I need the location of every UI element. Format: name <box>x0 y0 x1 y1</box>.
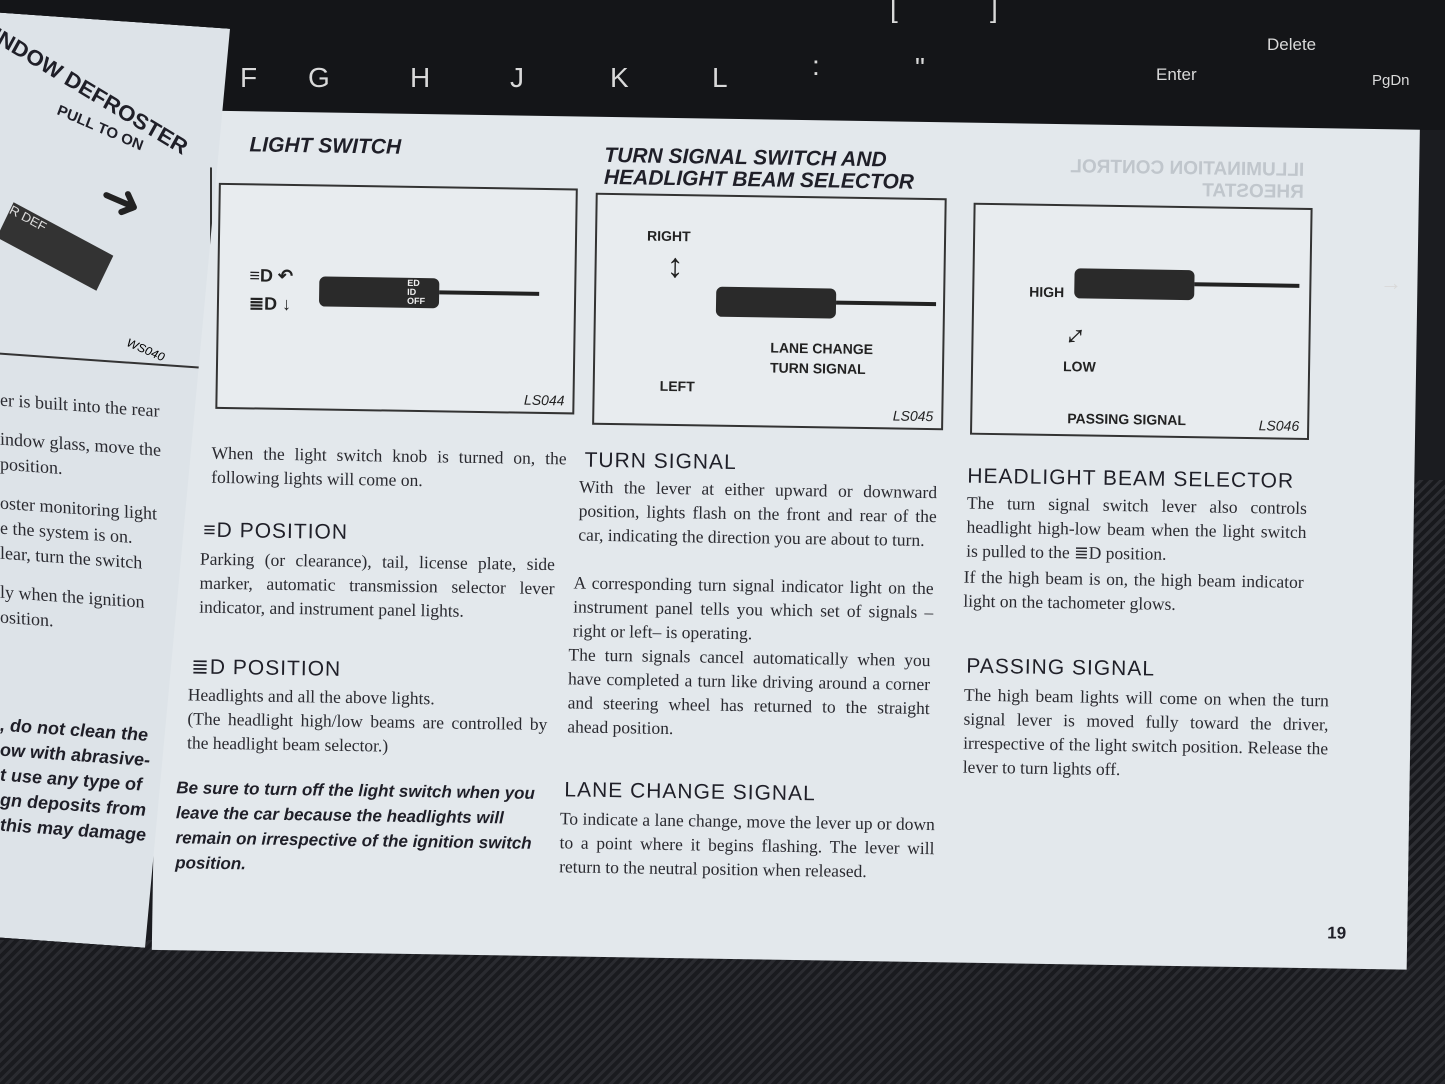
passing-signal-heading: PASSING SIGNAL <box>966 654 1156 681</box>
key-colon: : <box>812 50 820 81</box>
key-bracket-right: ] <box>990 0 998 23</box>
manual-page: ILLUMINATION CONTROL RHEOSTAT LIGHT SWIT… <box>151 110 1420 970</box>
turn-signal-label: TURN SIGNAL <box>769 359 866 378</box>
key-j: J <box>510 62 524 93</box>
defroster-diagram: ➜ R DEF WS040 <box>0 153 212 370</box>
page-number: 19 <box>1327 923 1347 943</box>
key-h: H <box>410 62 431 93</box>
lever-knob <box>1074 268 1195 301</box>
passing-signal-text: The high beam lights will come on when t… <box>962 684 1330 780</box>
parking-light-icon: ≡D ↶ <box>249 265 294 287</box>
beam-selector-p1: The turn signal switch lever also contro… <box>966 491 1307 568</box>
diagonal-arrow-icon: ↕ <box>1059 318 1094 352</box>
headlight-icon: ≣D <box>1073 542 1102 563</box>
position1-title: POSITION <box>239 519 349 544</box>
light-switch-intro: When the light switch knob is turned on,… <box>211 442 567 491</box>
light-switch-warning: Be sure to turn off the light switch whe… <box>175 778 536 874</box>
turn-signal-heading: TURN SIGNAL <box>584 448 737 475</box>
key-l: L <box>712 62 728 93</box>
diagram-code: LS044 <box>523 391 565 409</box>
lane-change-heading: LANE CHANGE SIGNAL <box>564 778 816 806</box>
turn-signal-p1: With the lever at either upward or downw… <box>578 476 938 550</box>
key-delete: Delete <box>1267 35 1317 54</box>
left-label: LEFT <box>659 377 695 395</box>
up-down-arrow-icon: ↕ <box>666 246 684 286</box>
headlight-icon: ≣D <box>191 655 234 680</box>
parking-light-icon: ≡D <box>203 518 240 543</box>
beam-selector-heading: HEADLIGHT BEAM SELECTOR <box>967 464 1295 493</box>
position1-text: Parking (or clearance), tail, license pl… <box>199 548 556 621</box>
light-switch-title: LIGHT SWITCH <box>249 133 402 159</box>
diagram-code: LS046 <box>1258 417 1300 434</box>
turn-signal-p3: The turn signals cancel automatically wh… <box>567 644 931 739</box>
lever-knob <box>715 286 837 319</box>
position2-title: POSITION <box>232 656 342 681</box>
right-label: RIGHT <box>646 227 691 245</box>
key-f: F <box>240 62 258 93</box>
passing-signal-label: PASSING SIGNAL <box>1067 410 1187 429</box>
diagram-code: WS040 <box>124 335 167 365</box>
lever-knob: ED ID OFF <box>318 276 440 309</box>
position1-heading: ≡D POSITION <box>203 519 348 545</box>
ghost-heading: ILLUMINATION CONTROL RHEOSTAT <box>1070 156 1305 203</box>
key-right-arrow: → <box>1380 270 1402 295</box>
low-label: LOW <box>1062 358 1096 375</box>
lever-stalk <box>1194 282 1300 288</box>
turn-signal-title: TURN SIGNAL SWITCH AND HEADLIGHT BEAM SE… <box>603 143 915 194</box>
position2-heading: ≣D POSITION <box>191 654 341 681</box>
turn-signal-diagram: RIGHT LEFT ↕ LANE CHANGE TURN SIGNAL LS0… <box>592 192 947 431</box>
lever-stalk <box>439 290 540 296</box>
text: position. <box>1105 542 1167 564</box>
arrow-icon: ➜ <box>91 165 151 235</box>
left-page-warning: , do not clean the ow with abrasive- t u… <box>0 713 150 848</box>
turn-signal-p2: A corresponding turn signal indicator li… <box>572 572 934 644</box>
key-g: G <box>308 62 330 93</box>
lever-stalk <box>836 300 937 307</box>
lane-change-text: To indicate a lane change, move the leve… <box>559 808 936 882</box>
headlight-icon: ≣D ↓ <box>248 293 292 315</box>
key-quote: " <box>915 52 925 83</box>
position2-text: Headlights and all the above lights. (Th… <box>187 682 548 760</box>
beam-selector-p2: If the high beam is on, the high beam in… <box>963 566 1304 614</box>
key-bracket-left: [ <box>890 0 898 23</box>
keyboard: F G H J K L : " [ ] Delete Enter PgDn → <box>0 0 1445 295</box>
light-switch-diagram: ≡D ↶ ≣D ↓ ED ID OFF LS044 <box>215 182 578 415</box>
text-note: (The headlight high/low beams are contro… <box>186 708 548 756</box>
key-pgdn: PgDn <box>1372 72 1410 89</box>
key-k: K <box>610 62 629 93</box>
beam-selector-diagram: HIGH LOW ↕ PASSING SIGNAL LS046 <box>969 202 1313 441</box>
lane-change-label: LANE CHANGE <box>770 339 874 358</box>
knob-marks: ED ID OFF <box>406 277 426 307</box>
key-enter: Enter <box>1156 65 1197 84</box>
diagram-code: LS045 <box>892 407 934 425</box>
high-label: HIGH <box>1029 283 1065 301</box>
